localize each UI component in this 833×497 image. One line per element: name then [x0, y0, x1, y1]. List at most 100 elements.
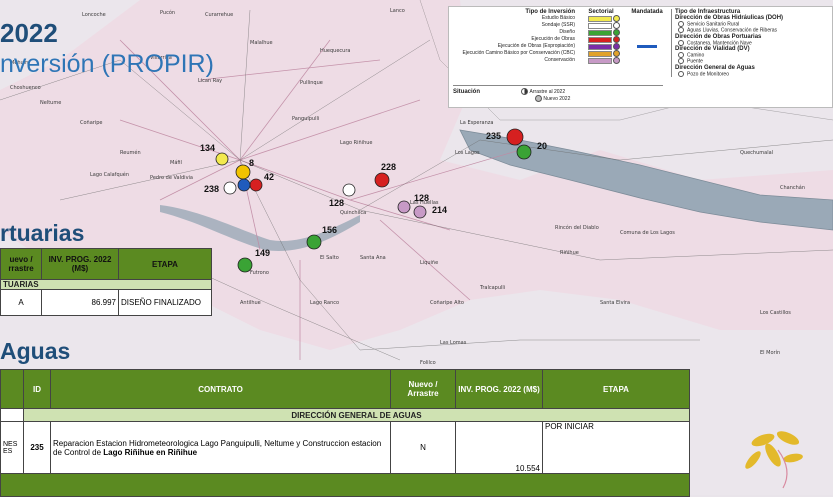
legend-dot-icon	[613, 43, 620, 50]
map-place-label: Antilhue	[240, 300, 261, 306]
map-place-label: Los Lagos	[455, 150, 480, 156]
legend-item-label: Aguas Lluvias, Conservación de Riberas	[687, 27, 778, 34]
legend-item-icon	[678, 21, 684, 27]
ports-col-nuevo: uevo / rrastre	[0, 248, 42, 280]
ports-col-inv: INV. PROG. 2022 (M$)	[41, 248, 119, 280]
ports-group-row: TUARIAS	[0, 279, 212, 290]
map-place-label: Quechumalal	[740, 150, 774, 156]
waters-col-blank	[0, 369, 24, 409]
waters-footer-bar	[0, 473, 690, 497]
map-place-label: El Morín	[760, 350, 781, 356]
legend-swatch	[588, 23, 612, 29]
legend-row-label: Ejecución Camino Básico por Conservación…	[462, 50, 575, 56]
section-title-ports: rtuarias	[0, 220, 85, 246]
legend-row-label: Conservación	[544, 57, 575, 63]
legend-item-label: Servicio Sanitario Rural	[687, 21, 740, 28]
map-number: 214	[432, 205, 448, 215]
waters-table: ID CONTRATO Nuevo / Arrastre INV. PROG. …	[0, 369, 690, 497]
waters-cell-nuevo: N	[390, 421, 456, 474]
ports-cell-etapa: DISEÑO FINALIZADO	[118, 289, 212, 316]
legend-dot-icon	[613, 22, 620, 29]
map-number: 128	[329, 198, 345, 208]
legend-swatch	[588, 51, 612, 57]
lake-shape	[459, 129, 833, 231]
waters-cell-left: NES ES	[0, 421, 24, 474]
ports-cell-nuevo: A	[0, 289, 42, 316]
ports-table: uevo / rrastre INV. PROG. 2022 (M$) ETAP…	[0, 248, 212, 316]
legend-col-sectorial: Sectorial	[588, 9, 614, 15]
legend-group-header: Dirección General de Aguas	[675, 64, 755, 71]
legend-swatch	[588, 37, 612, 43]
ports-col-etapa: ETAPA	[118, 248, 212, 280]
legend-group-item: Servicio Sanitario Rural	[675, 21, 833, 27]
map-place-label: Los Castillos	[760, 310, 791, 316]
legend-item-icon	[678, 27, 684, 34]
legend-row: Sondaje (SSR)	[453, 22, 620, 29]
map-place-label: Chanchán	[780, 185, 806, 191]
waters-cell-etapa: POR INICIAR	[542, 421, 690, 474]
legend-item-label: Pozo de Monitoreo	[687, 70, 729, 77]
map-place-label: El Salto	[320, 255, 339, 261]
legend-item-label: Costanera, Mantención Nave	[687, 39, 752, 46]
waters-cell-contrato: Reparacion Estacion Hidrometeorologica L…	[50, 421, 391, 474]
waters-group-row: DIRECCIÓN GENERAL DE AGUAS	[23, 408, 690, 422]
map-place-label: Loncoche	[82, 12, 106, 18]
map-number: 228	[381, 162, 397, 172]
legend-dot-icon	[613, 36, 620, 43]
legend-item-label: Puente	[687, 58, 703, 65]
map-place-label: Quinchilca	[340, 210, 367, 216]
legend-arrastre-icon	[521, 88, 529, 95]
map-number: 238	[204, 184, 220, 194]
legend-row-label: Ejecución de Obras	[531, 36, 575, 42]
legend-dot-icon	[613, 57, 620, 64]
legend-group-item: Puente	[675, 58, 833, 65]
legend-group-header: Dirección de Vialidad (DV)	[675, 45, 750, 52]
waters-col-inv: INV. PROG. 2022 (M$)	[455, 369, 543, 409]
map-place-label: Curarrehue	[205, 12, 234, 18]
legend-row: Diseño	[453, 29, 620, 36]
waters-contrato-bold: Lago Riñihue en Riñihue	[103, 447, 198, 457]
map-place-label: Pedro de Valdivia	[150, 175, 193, 181]
legend-item-icon	[678, 39, 684, 46]
legend-swatch	[588, 44, 612, 50]
legend-dot-icon	[613, 29, 620, 36]
waters-group-blank	[0, 408, 24, 422]
map-place-label: Santa Ana	[360, 255, 386, 261]
legend-row: Ejecución Camino Básico por Conservación…	[453, 50, 620, 57]
legend-group-item: Camino	[675, 51, 833, 58]
legend-row: Ejecución de Obras	[453, 36, 620, 43]
section-title-waters: Aguas	[0, 338, 71, 364]
map-markers	[215, 128, 532, 273]
map-place-label: Mehuín	[10, 60, 29, 66]
waters-cell-inv: 10.554	[455, 421, 543, 474]
legend-row: Conservación	[453, 57, 620, 64]
map-number: 8	[249, 158, 255, 168]
map-place-label: Máfil	[170, 160, 182, 166]
legend-group-item: Costanera, Mantención Nave	[675, 39, 833, 46]
legend-group-item: Pozo de Monitoreo	[675, 70, 833, 77]
map-place-label: Lanco	[390, 8, 405, 14]
map-place-label: Lago Calafquén	[90, 172, 130, 178]
map-place-label: Malalhue	[250, 40, 273, 46]
map-number: 149	[255, 248, 271, 258]
map-place-label: Coñaripe Alto	[430, 300, 464, 306]
legend-row: Estudio Básico	[453, 15, 620, 22]
map-place-label: Rincón del Diablo	[555, 225, 599, 231]
ports-cell-inv: 86.997	[41, 289, 119, 316]
page-subtitle: nversión (PROPIR)	[0, 50, 214, 78]
legend-group-header: Dirección de Obras Hidráulicas (DOH)	[675, 15, 784, 21]
map-place-label: Lago Riñihue	[340, 140, 373, 146]
map-place-label: Villarrica	[150, 55, 172, 61]
waters-cell-id: 235	[23, 421, 51, 474]
map-place-label: Reumén	[120, 150, 141, 156]
map-place-label: Neltume	[40, 100, 62, 106]
legend-swatch	[588, 16, 612, 22]
map-place-label: Las Huellas	[410, 200, 439, 206]
legend-dot-icon	[613, 50, 620, 57]
legend-dot-icon	[613, 15, 620, 22]
legend-mandatada-swatch	[637, 45, 657, 48]
legend-nuevo-label: Nuevo 2022	[543, 95, 571, 102]
map-place-label: Lican Ray	[198, 78, 223, 84]
legend-col-tipo: Tipo de Inversión	[525, 9, 575, 15]
map-place-label: Lago Ranco	[310, 300, 340, 306]
